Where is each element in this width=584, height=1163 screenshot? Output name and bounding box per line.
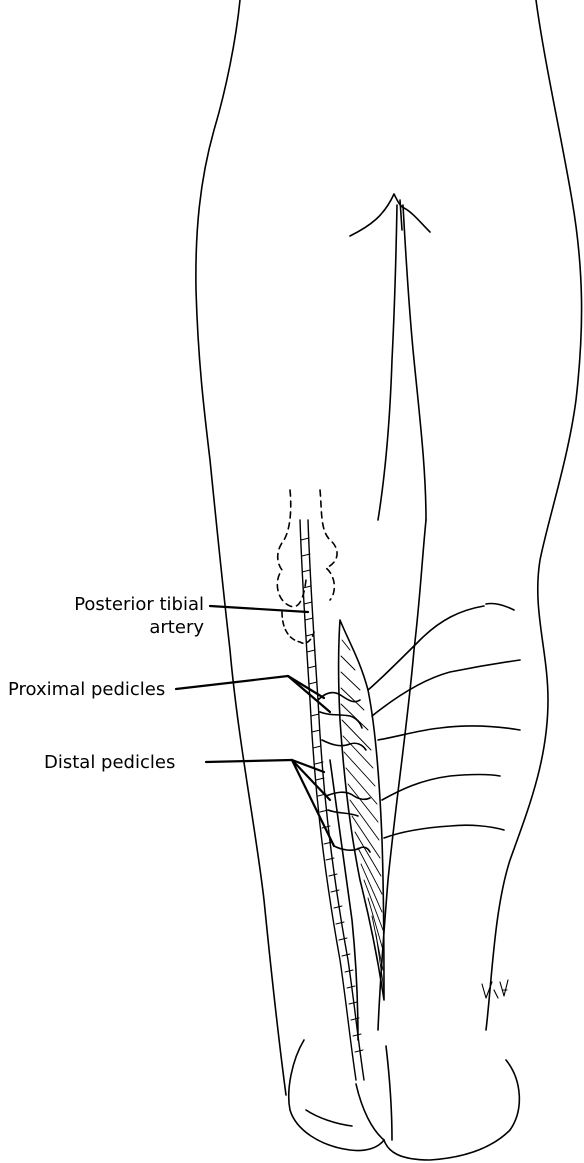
right-calf-inner-line bbox=[378, 520, 426, 1030]
muscle-flap-hatching bbox=[341, 640, 384, 990]
gluteal-fold bbox=[350, 194, 430, 236]
sural-nerve-branches bbox=[368, 603, 520, 838]
distal-pedicles-label: Distal pedicles bbox=[44, 751, 175, 774]
left-leg-outer-contour bbox=[196, 0, 286, 1095]
right-leg-outer-contour bbox=[486, 0, 582, 1030]
left-heel bbox=[289, 1040, 384, 1151]
right-leg-inner-contour bbox=[403, 205, 426, 520]
posterior-tibial-artery-label-line1: Posterior tibial bbox=[44, 593, 204, 616]
left-leg-inner-contour bbox=[378, 205, 397, 520]
knee-bone-dashed-condyle bbox=[282, 612, 314, 643]
leader-lines-proximal bbox=[176, 676, 330, 712]
gluteal-cleft bbox=[400, 200, 402, 230]
posterior-tibial-artery-label: Posterior tibial artery bbox=[44, 593, 204, 639]
ankle-tendon bbox=[356, 1084, 384, 1140]
posterior-tibial-artery-label-line2: artery bbox=[44, 616, 204, 639]
left-heel-fold bbox=[306, 1110, 352, 1126]
right-heel-crease bbox=[386, 1046, 392, 1140]
right-heel bbox=[384, 1060, 519, 1160]
artist-signature bbox=[482, 980, 508, 998]
knee-bone-dashed-right bbox=[320, 490, 337, 600]
proximal-pedicles-label: Proximal pedicles bbox=[8, 678, 165, 701]
